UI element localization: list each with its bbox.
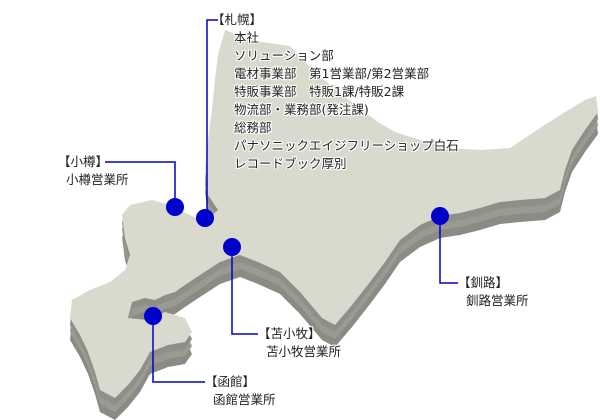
- office-item: 釧路営業所: [466, 293, 529, 308]
- office-item: 本社: [234, 30, 260, 45]
- office-item: レコードブック厚別: [234, 156, 347, 171]
- office-item: 特販事業部 特販1課/特販2課: [234, 84, 405, 99]
- leader-lines: [105, 19, 458, 383]
- hakodate-title: 【函館】: [205, 374, 256, 389]
- office-item: ソリューション部: [234, 48, 334, 63]
- office-item: 函館営業所: [213, 392, 276, 407]
- kushiro-label: 【釧路】 釧路営業所: [458, 274, 529, 310]
- sapporo-marker[interactable]: [196, 209, 214, 227]
- office-item: 電材事業部 第1営業部/第2営業部: [234, 66, 430, 81]
- otaru-marker[interactable]: [166, 198, 184, 216]
- kushiro-leader: [439, 216, 458, 284]
- sapporo-title: 【札幌】: [212, 12, 263, 27]
- otaru-title: 【小樽】: [58, 154, 109, 169]
- office-item: 小樽営業所: [66, 172, 129, 187]
- office-item: 苫小牧営業所: [266, 344, 342, 359]
- tomakomai-leader: [231, 247, 258, 335]
- tomakomai-title: 【苫小牧】: [258, 326, 321, 341]
- office-item: 物流部・業務部(発注課): [234, 102, 369, 117]
- otaru-label: 【小樽】 小樽営業所: [58, 153, 129, 189]
- tomakomai-label: 【苫小牧】 苫小牧営業所: [258, 325, 341, 361]
- otaru-leader: [105, 161, 176, 207]
- tomakomai-marker[interactable]: [223, 238, 241, 256]
- hakodate-marker[interactable]: [144, 307, 162, 325]
- sapporo-label: 【札幌】 本社 ソリューション部 電材事業部 第1営業部/第2営業部 特販事業部…: [212, 11, 459, 173]
- kushiro-marker[interactable]: [431, 207, 449, 225]
- hakodate-label: 【函館】 函館営業所: [205, 373, 276, 409]
- office-item: 総務部: [234, 120, 272, 135]
- hakodate-leader: [152, 316, 205, 383]
- sapporo-leader: [206, 19, 218, 218]
- kushiro-title: 【釧路】: [458, 275, 509, 290]
- office-item: パナソニックエイジフリーショップ白石: [234, 138, 459, 153]
